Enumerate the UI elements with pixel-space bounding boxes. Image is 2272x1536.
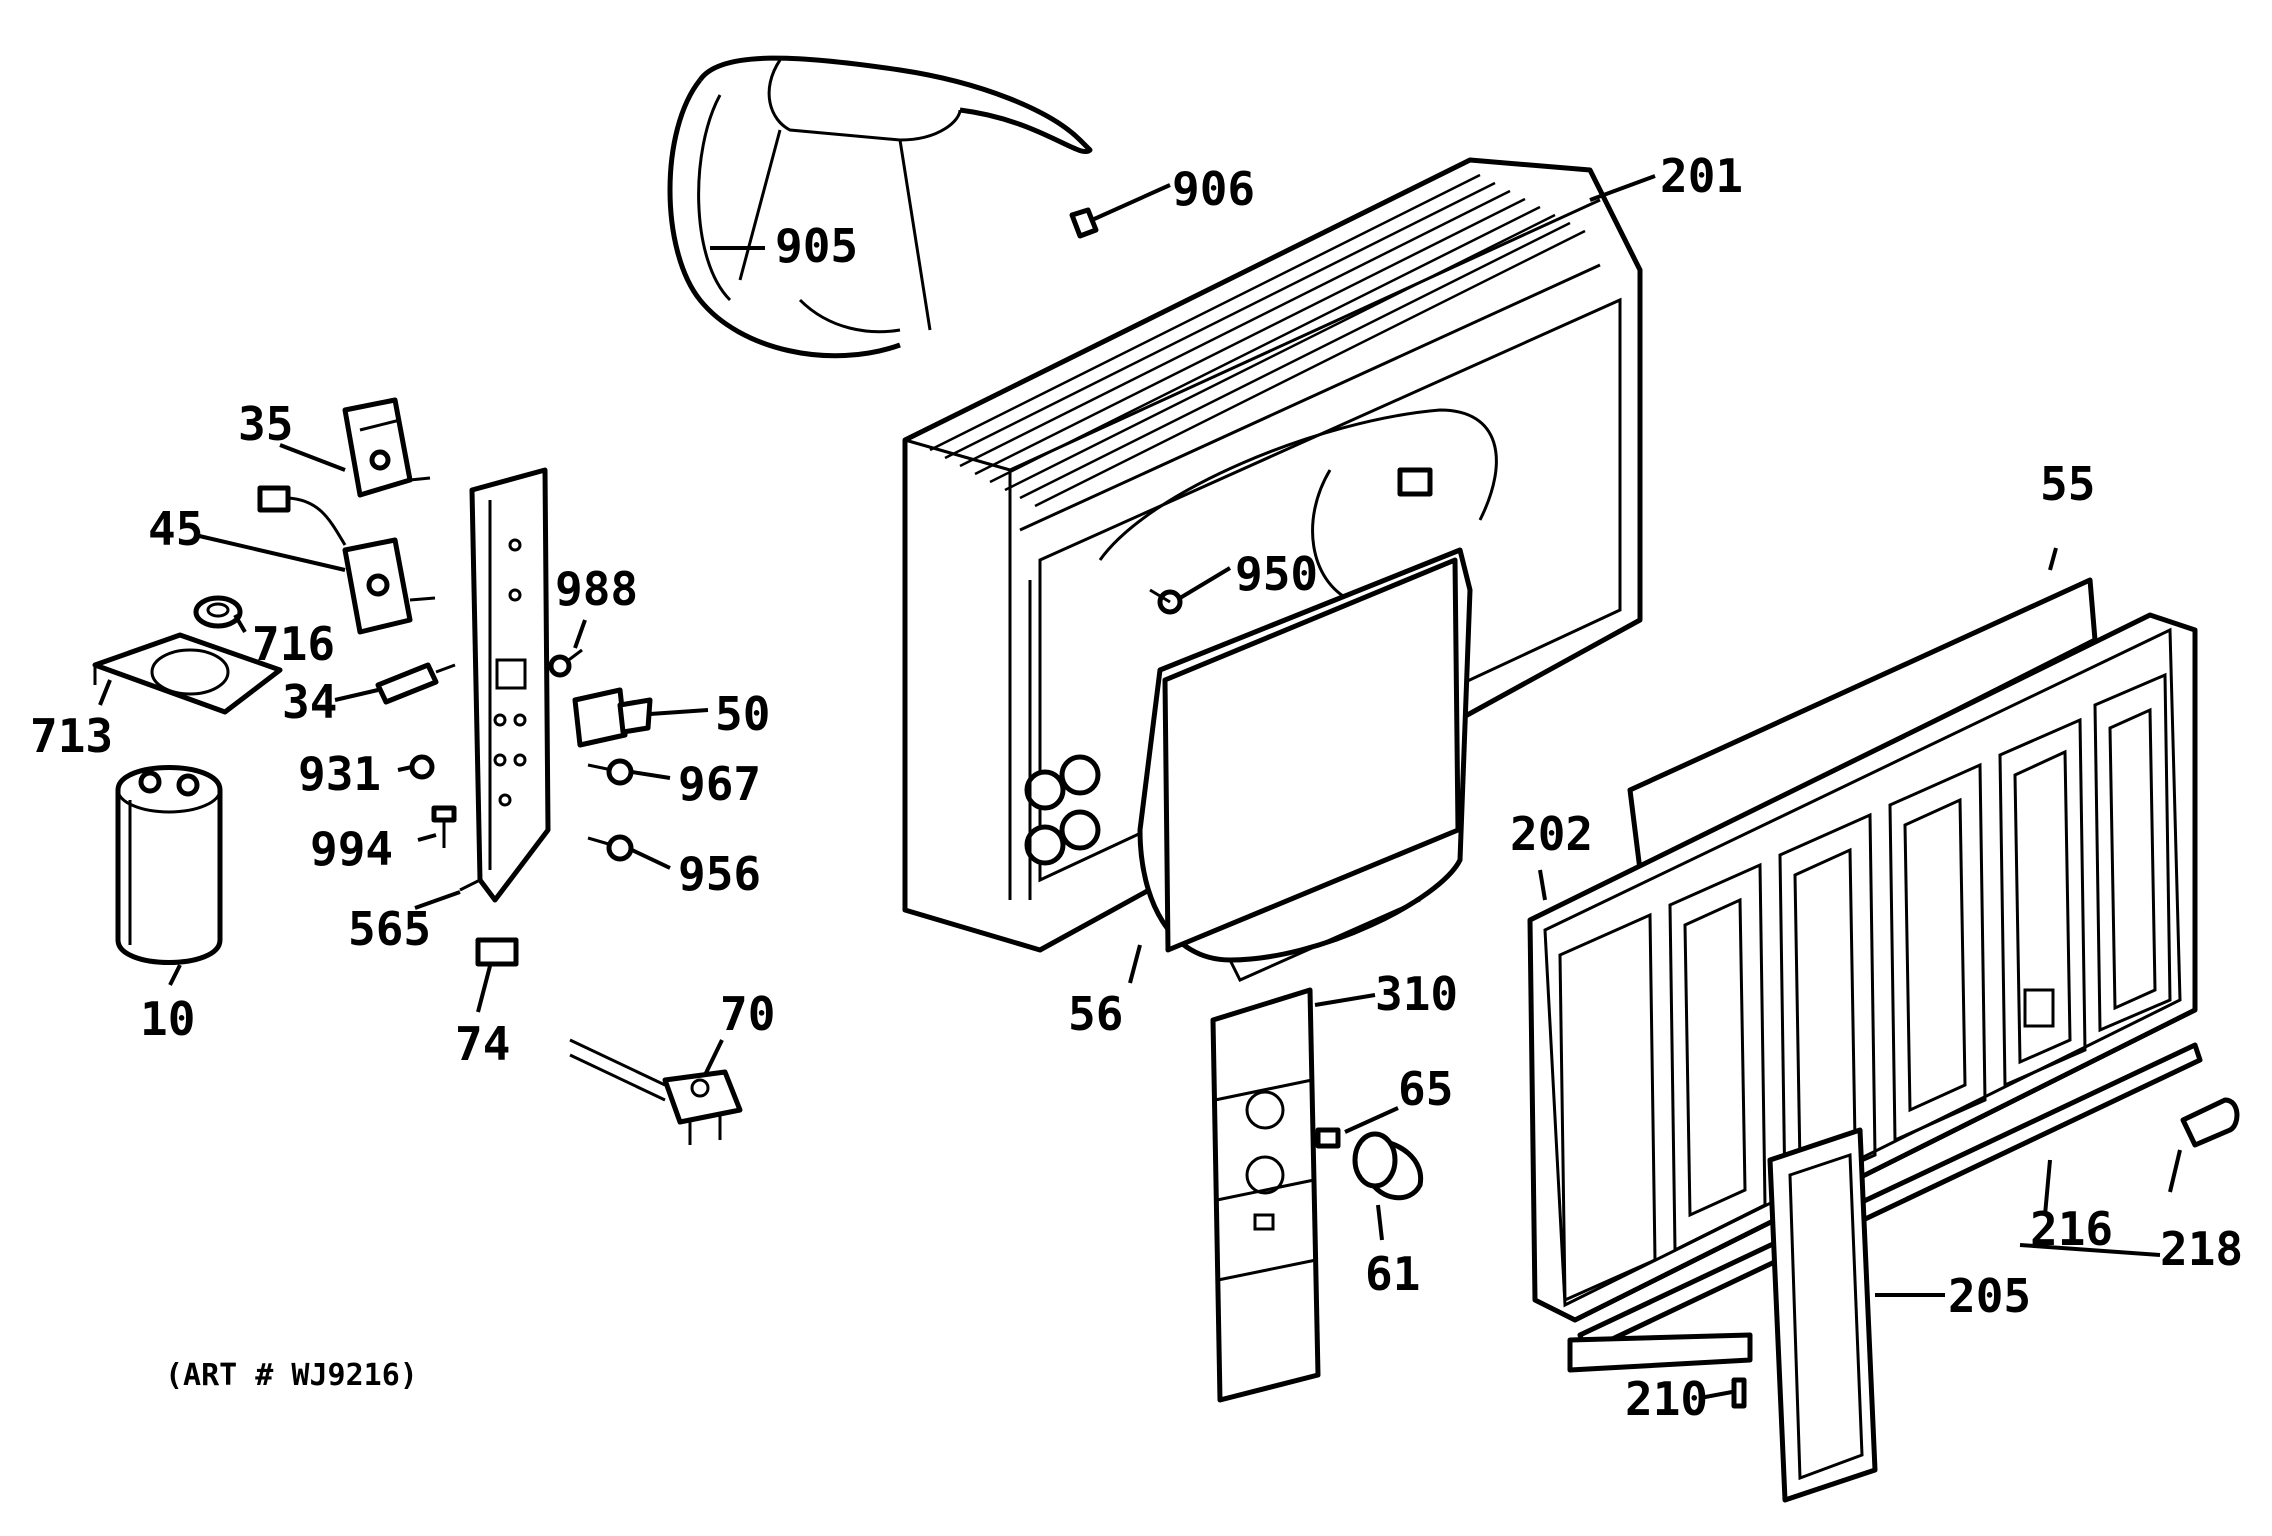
label-34: 34 — [282, 675, 337, 729]
connector-74-part — [475, 937, 519, 967]
label-906: 906 — [1172, 162, 1255, 216]
front-grille-part — [1137, 547, 1473, 982]
screw-956-part — [587, 834, 634, 862]
bolt-994-part — [431, 805, 457, 848]
resistor-34-part — [375, 662, 456, 705]
screw-988-part — [548, 648, 583, 678]
label-55: 55 — [2040, 457, 2095, 511]
control-bracket-565-part — [459, 467, 551, 903]
label-61: 61 — [1365, 1247, 1420, 1301]
label-216: 216 — [2030, 1202, 2113, 1256]
filter-door-205-part — [1767, 1127, 1878, 1503]
label-202: 202 — [1510, 807, 1593, 861]
nut-931-part — [409, 754, 435, 780]
label-65: 65 — [1398, 1062, 1453, 1116]
screw-950-part — [1149, 588, 1183, 615]
label-35: 35 — [238, 397, 293, 451]
label-967: 967 — [678, 757, 761, 811]
label-950: 950 — [1235, 547, 1318, 601]
label-956: 956 — [678, 847, 761, 901]
label-56: 56 — [1068, 987, 1123, 1041]
screw-967-part — [587, 758, 634, 786]
label-201: 201 — [1660, 149, 1743, 203]
rocker-switch-50-part — [572, 687, 653, 748]
label-988: 988 — [555, 562, 638, 616]
label-50: 50 — [715, 687, 770, 741]
label-74: 74 — [455, 1017, 510, 1071]
label-10: 10 — [140, 992, 195, 1046]
label-994: 994 — [310, 822, 393, 876]
shroud-ring-part — [667, 55, 1093, 359]
label-205: 205 — [1948, 1269, 2031, 1323]
tab-210-part — [1731, 1377, 1747, 1409]
label-931: 931 — [298, 747, 381, 801]
label-713: 713 — [30, 709, 113, 763]
art-number: (ART # WJ9216) — [165, 1358, 418, 1393]
bracket-713-part — [92, 632, 283, 715]
leader-lines — [98, 174, 2182, 1400]
clip-218-part — [2180, 1097, 2240, 1148]
part-labels: 905 906 201 35 45 716 713 34 988 50 931 … — [30, 149, 2243, 1426]
switch-35-part — [342, 397, 431, 498]
label-905: 905 — [775, 219, 858, 273]
thermostat-45-part — [257, 485, 436, 635]
label-210: 210 — [1625, 1372, 1708, 1426]
label-310: 310 — [1375, 967, 1458, 1021]
grommet-716-part — [193, 595, 243, 629]
power-cord-70-part — [569, 1038, 743, 1145]
label-565: 565 — [348, 902, 431, 956]
lower-strip-part — [1567, 1332, 1753, 1373]
clip-part — [1069, 207, 1099, 239]
label-218: 218 — [2160, 1222, 2243, 1276]
label-45: 45 — [148, 502, 203, 556]
control-panel-310-part — [1210, 987, 1321, 1403]
capacitor-10-part — [115, 765, 223, 965]
cabinet-housing-part — [902, 157, 1643, 953]
label-716: 716 — [252, 617, 335, 671]
front-panel-202-part — [1527, 612, 2198, 1323]
label-70: 70 — [720, 987, 775, 1041]
knob-part — [1315, 1127, 1424, 1201]
